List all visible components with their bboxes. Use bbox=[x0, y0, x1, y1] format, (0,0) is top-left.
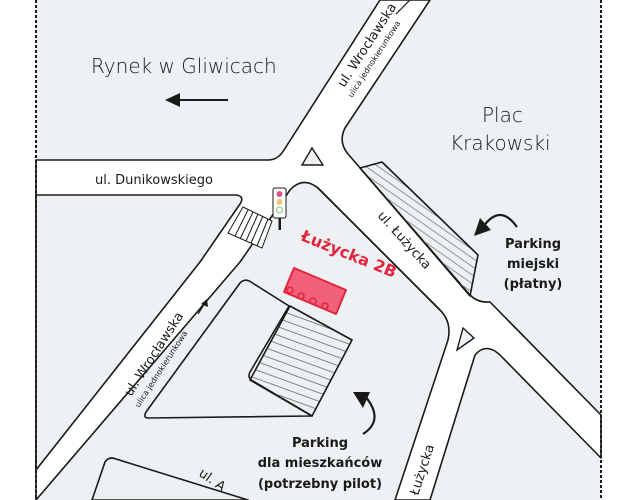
place-rynek: Rynek w Gliwicach bbox=[91, 54, 277, 78]
svg-text:(płatny): (płatny) bbox=[504, 277, 563, 292]
svg-text:Parking: Parking bbox=[505, 237, 561, 252]
parking-city-label: Parking miejski (płatny) bbox=[504, 237, 563, 292]
luzycka-edge bbox=[317, 187, 441, 311]
curved-arrow-icon bbox=[353, 392, 376, 435]
svg-text:dla mieszkańców: dla mieszkańców bbox=[258, 456, 383, 471]
street-dunikowskiego: ul. Dunikowskiego bbox=[95, 173, 213, 188]
city-parking-area bbox=[359, 161, 479, 297]
svg-text:miejski: miejski bbox=[507, 257, 559, 272]
arrow-left-icon bbox=[165, 93, 228, 107]
traffic-light-icon bbox=[272, 187, 287, 230]
yield-triangle-icon bbox=[455, 326, 476, 352]
residents-parking-area bbox=[249, 305, 353, 417]
yield-triangle-icon bbox=[300, 146, 325, 166]
parking-residents-label: Parking dla mieszkańców (potrzebny pilot… bbox=[258, 436, 383, 492]
destination-building[interactable] bbox=[283, 267, 347, 315]
svg-text:Parking: Parking bbox=[292, 436, 348, 451]
block-middle bbox=[144, 279, 313, 419]
block-bottom bbox=[91, 457, 249, 500]
place-plac-line1: Plac bbox=[482, 103, 523, 127]
roads bbox=[35, 0, 602, 500]
svg-text:(potrzebny pilot): (potrzebny pilot) bbox=[258, 477, 382, 492]
block-west bbox=[35, 194, 243, 471]
curved-arrow-icon bbox=[474, 213, 518, 236]
place-plac-line2: Krakowski bbox=[450, 131, 551, 155]
one-way-arrow-icon bbox=[395, 0, 411, 15]
crosswalk bbox=[227, 206, 273, 249]
one-way-arrow-icon bbox=[197, 299, 208, 315]
